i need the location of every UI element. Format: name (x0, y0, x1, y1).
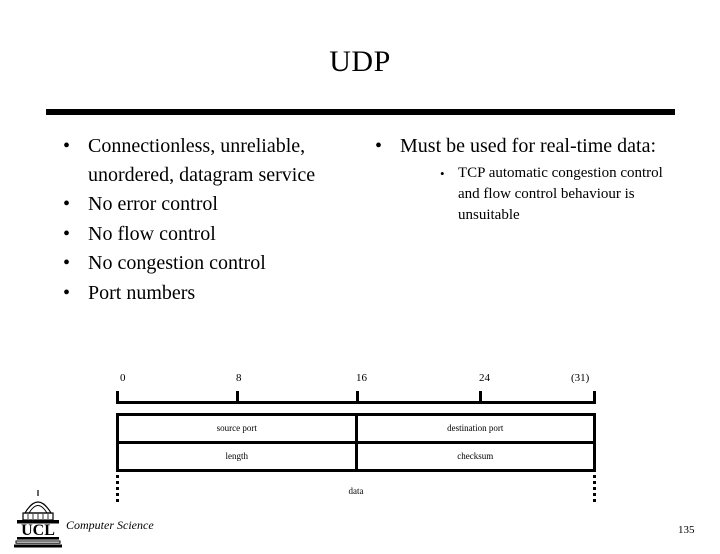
list-item: • No congestion control (50, 249, 360, 278)
ruler-label-24: 24 (479, 372, 490, 384)
list-item: • No error control (50, 190, 360, 219)
title-divider (46, 109, 675, 115)
cell-destination-port: destination port (354, 413, 596, 444)
ucl-logo: UCL (12, 489, 64, 549)
department-label: Computer Science (66, 518, 154, 532)
bullet-glyph: • (63, 135, 71, 157)
bullet-text: No flow control (88, 222, 216, 245)
list-item: • Must be used for real-time data: • TCP… (362, 132, 682, 226)
bit-ruler: 0 8 16 24 (31) (116, 372, 596, 404)
bullet-text: No error control (88, 193, 218, 215)
cell-source-port: source port (116, 413, 358, 444)
bullet-glyph: • (63, 193, 71, 215)
bullet-glyph: • (63, 281, 71, 304)
bullet-glyph: • (63, 222, 71, 245)
payload-row: data (116, 475, 596, 505)
ruler-tick-31 (593, 391, 596, 404)
cell-length: length (116, 441, 358, 472)
list-item: • Connectionless, unreliable, unordered,… (50, 132, 360, 189)
udp-header-table: source port destination port length chec… (116, 413, 596, 472)
payload-left-edge (116, 475, 119, 503)
table-row: length checksum (116, 441, 596, 472)
ruler-label-0: 0 (120, 372, 126, 384)
page-number: 135 (678, 524, 695, 536)
ruler-tick-8 (236, 391, 239, 404)
list-item: • No flow control (50, 220, 360, 249)
bullet-glyph: • (63, 252, 71, 274)
ruler-tick-24 (479, 391, 482, 404)
ruler-label-31: (31) (571, 372, 590, 384)
bullet-glyph: • (375, 135, 383, 157)
right-bullet-list: • Must be used for real-time data: • TCP… (362, 132, 682, 226)
ruler-tick-0 (116, 391, 119, 404)
payload-right-edge (593, 475, 596, 503)
ruler-label-8: 8 (236, 372, 242, 384)
ruler-label-16: 16 (356, 372, 367, 384)
bullet-text: No congestion control (88, 252, 266, 274)
udp-header-diagram: 0 8 16 24 (31) source port destination p… (116, 372, 596, 505)
slide-body: • Connectionless, unreliable, unordered,… (0, 132, 720, 362)
table-row: source port destination port (116, 413, 596, 444)
right-column: • Must be used for real-time data: • TCP… (362, 132, 682, 227)
sub-bullet-list: • TCP automatic congestion control and f… (400, 163, 682, 226)
left-column: • Connectionless, unreliable, unordered,… (50, 132, 360, 308)
list-item: • Port numbers (50, 279, 360, 308)
bullet-text: Must be used for real-time data: (400, 135, 657, 157)
sub-bullet-text: TCP automatic congestion control and flo… (458, 164, 663, 223)
left-bullet-list: • Connectionless, unreliable, unordered,… (50, 132, 360, 307)
bullet-text: Connectionless, unreliable, unordered, d… (88, 135, 316, 186)
payload-label: data (348, 486, 364, 496)
cell-checksum: checksum (354, 441, 596, 472)
page-title: UDP (329, 45, 391, 78)
bullet-text: Port numbers (88, 281, 196, 304)
bullet-glyph: • (440, 165, 445, 181)
list-item: • TCP automatic congestion control and f… (400, 163, 682, 226)
ruler-tick-16 (356, 391, 359, 404)
svg-text:UCL: UCL (21, 522, 55, 539)
